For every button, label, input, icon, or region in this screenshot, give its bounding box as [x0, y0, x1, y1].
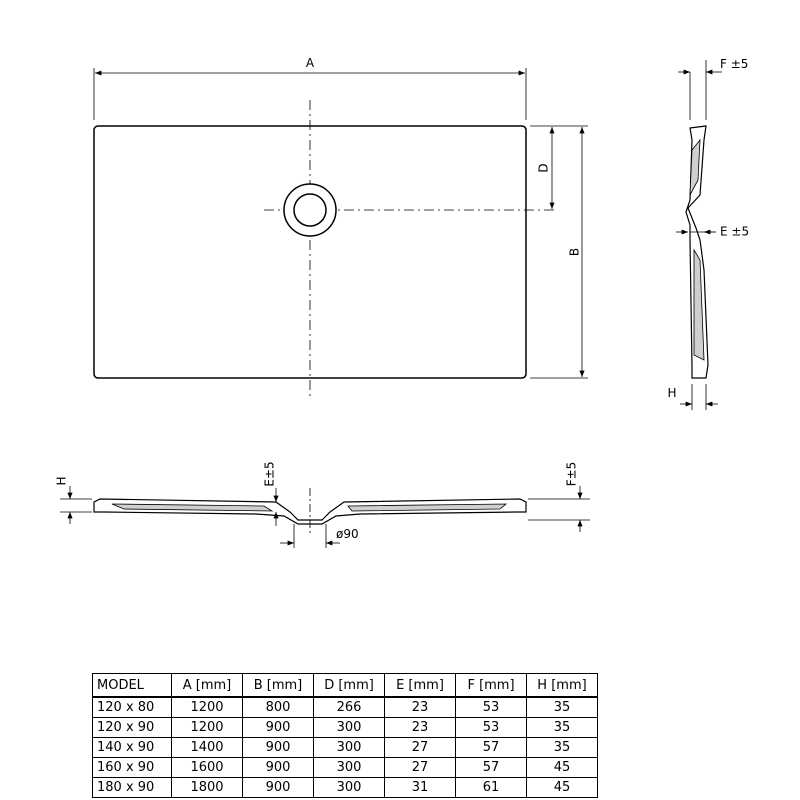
- cell-a: 1200: [171, 696, 243, 718]
- cell-h: 45: [526, 757, 598, 778]
- cell-b: 800: [242, 696, 314, 718]
- front-view: H E±5 F±5 ø90: [55, 461, 590, 548]
- header-b: B [mm]: [242, 673, 314, 698]
- cell-e: 27: [384, 737, 456, 758]
- header-h: H [mm]: [526, 673, 598, 698]
- cell-model: 180 x 90: [92, 777, 172, 798]
- header-d: D [mm]: [313, 673, 385, 698]
- side-upper-slope: [689, 138, 701, 196]
- cell-e: 31: [384, 777, 456, 798]
- cell-f: 57: [455, 757, 527, 778]
- cell-model: 120 x 90: [92, 717, 172, 738]
- dimension-e-front-label: E±5: [263, 461, 277, 486]
- table-row: 180 x 90 1800 900 300 31 61 45: [92, 777, 598, 798]
- drain-inner-ring: [293, 193, 327, 227]
- cell-f: 53: [455, 696, 527, 718]
- dimension-f-side-label: F ±5: [720, 57, 748, 71]
- cell-f: 53: [455, 717, 527, 738]
- cell-d: 300: [313, 717, 385, 738]
- cell-b: 900: [242, 717, 314, 738]
- cell-f: 57: [455, 737, 527, 758]
- top-view: A B D: [93, 56, 588, 400]
- cell-d: 266: [313, 696, 385, 718]
- table-header-row: MODEL A [mm] B [mm] D [mm] E [mm] F [mm]…: [92, 673, 598, 698]
- table-row: 160 x 90 1600 900 300 27 57 45: [92, 757, 598, 778]
- cell-a: 1800: [171, 777, 243, 798]
- dimension-f-front-label: F±5: [565, 462, 579, 487]
- side-view: F ±5 E ±5 H: [667, 57, 749, 410]
- dimension-d-label: D: [537, 163, 551, 172]
- cell-a: 1400: [171, 737, 243, 758]
- technical-drawing: A B D F ±5 E ±5 H: [55, 56, 749, 548]
- cell-b: 900: [242, 737, 314, 758]
- dimensions-table: MODEL A [mm] B [mm] D [mm] E [mm] F [mm]…: [92, 673, 598, 798]
- dimension-e-side-label: E ±5: [720, 225, 749, 239]
- cell-e: 27: [384, 757, 456, 778]
- dimension-h-side-label: H: [667, 386, 676, 400]
- table-row: 120 x 80 1200 800 266 23 53 35: [92, 696, 598, 718]
- cell-h: 35: [526, 737, 598, 758]
- cell-model: 160 x 90: [92, 757, 172, 778]
- cell-e: 23: [384, 696, 456, 718]
- dimension-h-front-label: H: [55, 476, 69, 485]
- cell-e: 23: [384, 717, 456, 738]
- table-row: 120 x 90 1200 900 300 23 53 35: [92, 717, 598, 738]
- cell-b: 900: [242, 777, 314, 798]
- cell-a: 1600: [171, 757, 243, 778]
- cell-model: 140 x 90: [92, 737, 172, 758]
- cell-d: 300: [313, 777, 385, 798]
- side-lower-slope: [693, 248, 705, 361]
- cell-d: 300: [313, 737, 385, 758]
- cell-h: 45: [526, 777, 598, 798]
- dimension-a-label: A: [306, 56, 315, 70]
- cell-d: 300: [313, 757, 385, 778]
- cell-b: 900: [242, 757, 314, 778]
- cell-model: 120 x 80: [92, 696, 172, 718]
- header-f: F [mm]: [455, 673, 527, 698]
- front-right-slope: [347, 503, 508, 512]
- header-model: MODEL: [92, 673, 172, 698]
- cell-a: 1200: [171, 717, 243, 738]
- front-left-slope: [111, 503, 274, 512]
- cell-f: 61: [455, 777, 527, 798]
- header-a: A [mm]: [171, 673, 243, 698]
- dimension-b-label: B: [568, 248, 582, 256]
- table-row: 140 x 90 1400 900 300 27 57 35: [92, 737, 598, 758]
- cell-h: 35: [526, 696, 598, 718]
- dimension-diameter-label: ø90: [336, 527, 359, 541]
- header-e: E [mm]: [384, 673, 456, 698]
- cell-h: 35: [526, 717, 598, 738]
